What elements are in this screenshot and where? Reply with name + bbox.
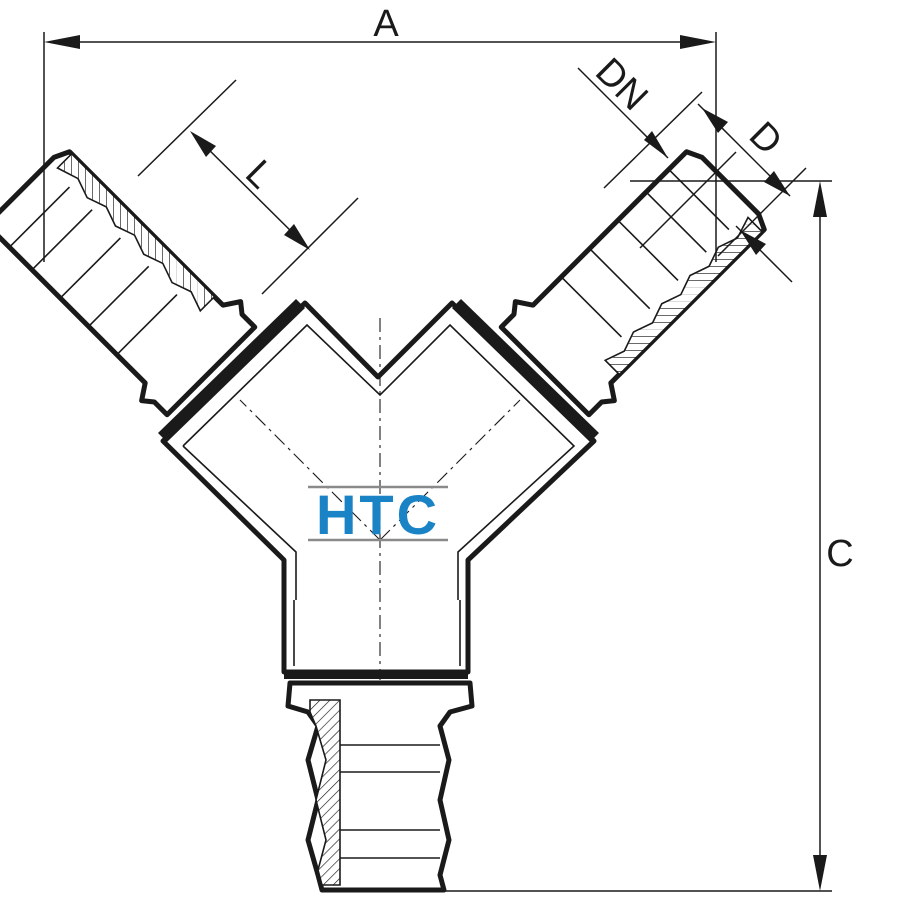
dim-label-l: L — [237, 152, 282, 197]
logo-text: HTC — [316, 483, 440, 546]
bottom-gasket — [284, 672, 468, 679]
dimension-a: A — [43, 3, 717, 262]
dimension-c: C — [440, 180, 854, 892]
right-gasket — [452, 299, 599, 442]
dim-label-d: D — [741, 114, 790, 163]
dim-label-dn: DN — [587, 50, 656, 119]
bottom-spigot — [285, 680, 475, 893]
dim-label-a: A — [373, 3, 399, 45]
right-branch-spigot — [498, 149, 767, 418]
left-gasket — [158, 299, 305, 442]
left-branch-spigot — [0, 149, 258, 418]
center-lines — [239, 318, 521, 680]
htc-logo: HTC — [308, 483, 448, 546]
dim-label-c: C — [826, 533, 853, 575]
